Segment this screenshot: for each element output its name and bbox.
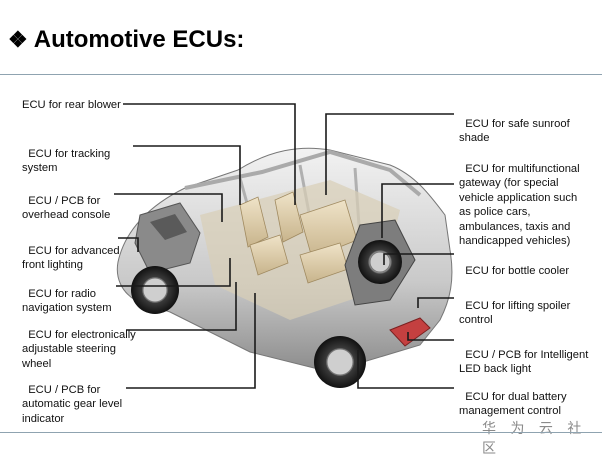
watermark: 华 为 云 社 区	[482, 421, 587, 457]
top-divider	[0, 74, 602, 75]
label-front-lighting-text: ECU for advanced front lighting	[22, 244, 120, 272]
label-radio-navigation: ECU for radio navigation system	[22, 272, 112, 316]
label-sunroof-shade: ECU for safe sunroof shade	[459, 102, 570, 146]
label-overhead-console-text: ECU / PCB for overhead console	[22, 194, 111, 222]
label-multifunctional-gateway-text: ECU for multifunctional gateway (for spe…	[459, 162, 580, 248]
label-dual-battery-text: ECU for dual battery management control	[459, 390, 567, 418]
label-gear-level: ECU / PCB for automatic gear level indic…	[22, 368, 122, 426]
label-steering-wheel: ECU for electronically adjustable steeri…	[22, 313, 136, 371]
label-gear-level-text: ECU / PCB for automatic gear level indic…	[22, 383, 123, 425]
label-tracking-system: ECU for tracking system	[22, 132, 110, 176]
bottom-divider	[0, 432, 602, 433]
label-bottle-cooler-text: ECU for bottle cooler	[465, 264, 570, 277]
label-lifting-spoiler-text: ECU for lifting spoiler control	[459, 299, 571, 327]
label-front-lighting: ECU for advanced front lighting	[22, 229, 120, 273]
label-tracking-system-text: ECU for tracking system	[22, 147, 111, 175]
label-led-back-light-text: ECU / PCB for Intelligent LED back light	[459, 348, 589, 376]
label-rear-blower-text: ECU for rear blower	[22, 99, 121, 111]
label-dual-battery: ECU for dual battery management control	[459, 375, 567, 419]
car-body	[116, 147, 453, 388]
label-steering-wheel-text: ECU for electronically adjustable steeri…	[22, 328, 136, 370]
label-led-back-light: ECU / PCB for Intelligent LED back light	[459, 333, 588, 377]
label-overhead-console: ECU / PCB for overhead console	[22, 179, 110, 223]
label-lifting-spoiler: ECU for lifting spoiler control	[459, 284, 570, 328]
diamond-bullet-icon: ❖	[8, 27, 28, 52]
label-sunroof-shade-text: ECU for safe sunroof shade	[459, 117, 570, 145]
page-title: ❖ Automotive ECUs:	[8, 26, 244, 54]
leader-lines-left	[114, 103, 296, 389]
label-radio-navigation-text: ECU for radio navigation system	[22, 287, 112, 315]
label-rear-blower: ECU for rear blower	[22, 98, 121, 113]
leader-lines-right	[325, 113, 454, 389]
title-text: Automotive ECUs:	[33, 26, 245, 53]
label-bottle-cooler: ECU for bottle cooler	[459, 249, 569, 278]
label-multifunctional-gateway: ECU for multifunctional gateway (for spe…	[459, 147, 580, 249]
